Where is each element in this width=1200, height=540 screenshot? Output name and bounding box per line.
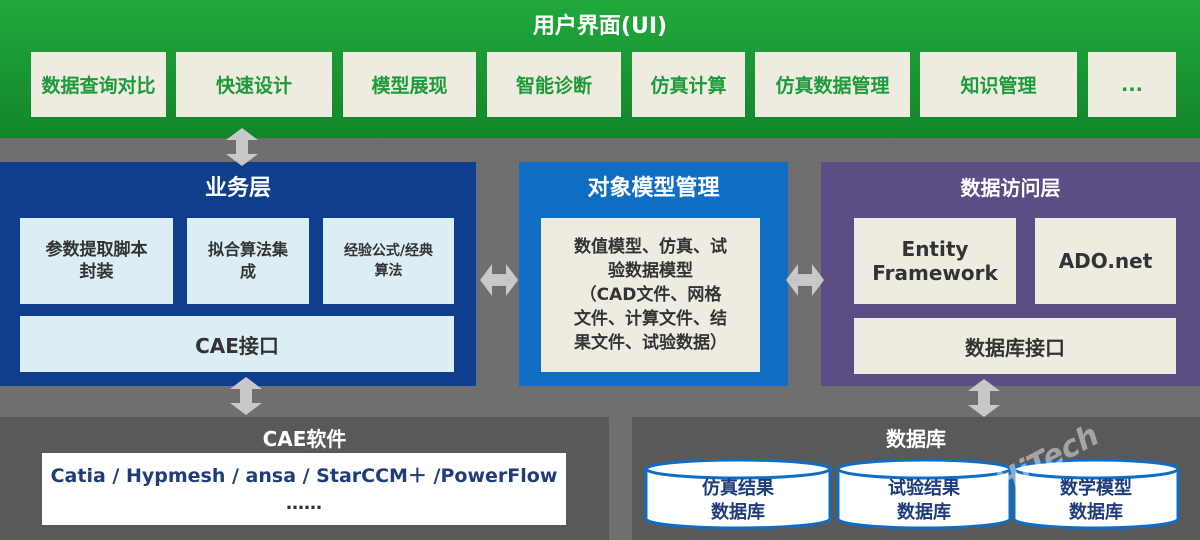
database-cylinders (644, 459, 1180, 530)
fitting-algorithm-box: 拟合算法集 成 (187, 218, 309, 304)
object-model-description: 数值模型、仿真、试 验数据模型 （CAD文件、网格 文件、计算文件、结 果文件、… (541, 218, 760, 372)
database-interface-box: 数据库接口 (854, 318, 1176, 374)
double-arrow-icon (480, 264, 518, 296)
cae-software-more: …… (286, 492, 322, 514)
ui-item-data-query: 数据查询对比 (31, 52, 166, 117)
object-model-title: 对象模型管理 (587, 176, 720, 201)
ui-item-model-display: 模型展现 (343, 52, 476, 117)
ui-layer-title: 用户界面(UI) (532, 14, 668, 39)
ui-item-more: ... (1088, 52, 1176, 117)
cae-software-names: Catia / Hypmesh / ansa / StarCCM＋ /Power… (50, 464, 558, 487)
param-script-box: 参数提取脚本 封装 (20, 218, 173, 304)
double-arrow-icon (786, 264, 824, 296)
ui-item-smart-diagnosis: 智能诊断 (487, 52, 621, 117)
db-cylinder-simulation (644, 459, 832, 530)
ui-item-knowledge-mgmt: 知识管理 (920, 52, 1077, 117)
cae-software-list (42, 453, 566, 525)
business-layer-title: 业务层 (204, 176, 271, 201)
db-cylinder-test (836, 459, 1012, 530)
ui-item-sim-data-mgmt: 仿真数据管理 (755, 52, 910, 117)
cae-interface-box: CAE接口 (20, 316, 454, 372)
ado-net-box: ADO.net (1035, 218, 1176, 304)
db-test-label: 试验结果 数据库 (888, 478, 960, 523)
db-simulation-label: 仿真结果 数据库 (702, 478, 774, 523)
db-math-label: 数学模型 数据库 (1060, 478, 1132, 523)
double-arrow-icon (968, 379, 1000, 417)
double-arrow-icon (230, 377, 262, 415)
entity-framework-box: Entity Framework (854, 218, 1016, 304)
empirical-formula-box: 经验公式/经典 算法 (323, 218, 454, 304)
ui-item-simulation: 仿真计算 (632, 52, 745, 117)
db-cylinder-math (1012, 459, 1180, 530)
ui-item-quick-design: 快速设计 (176, 52, 332, 117)
data-access-title: 数据访问层 (960, 175, 1061, 200)
cae-software-title: CAE软件 (262, 426, 347, 451)
database-title: 数据库 (886, 426, 946, 451)
double-arrow-icon (226, 128, 258, 166)
